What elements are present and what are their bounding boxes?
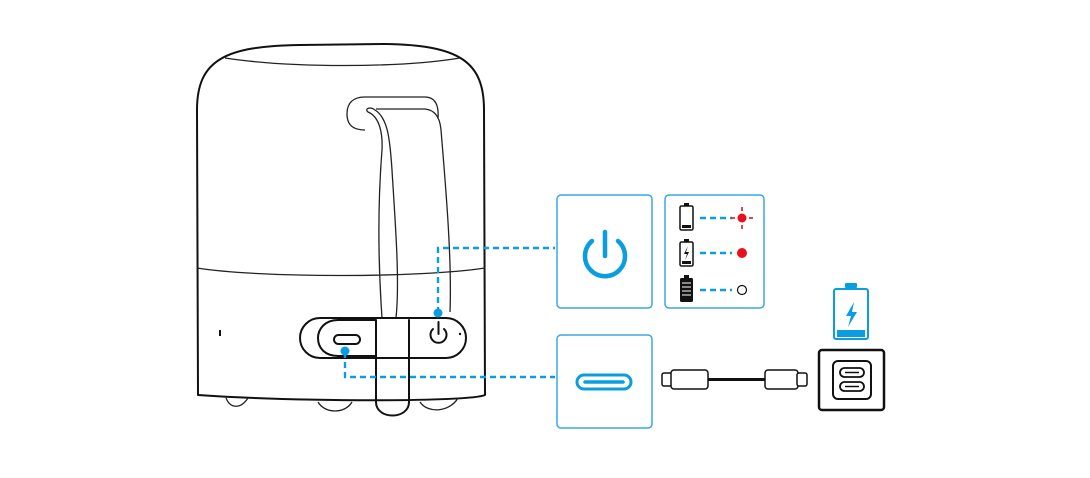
- battery-charging-icon: [679, 239, 694, 267]
- charging-battery-icon: [833, 283, 869, 340]
- usb-c-port-icon: [575, 373, 633, 391]
- led-blinking-red-icon: [731, 207, 753, 229]
- wall-charger-icon: [817, 348, 886, 412]
- battery-full-icon: [680, 275, 693, 302]
- power-button-callout: [556, 194, 653, 309]
- usb-c-cable-icon: [661, 369, 808, 390]
- power-button: [429, 321, 448, 344]
- battery-low-icon: [679, 203, 694, 231]
- usb-port-callout: [556, 334, 653, 429]
- usb-c-port-icon: [333, 334, 361, 345]
- led-solid-red-icon: [737, 248, 747, 258]
- led-indicator-legend: [664, 194, 765, 309]
- led-off-icon: [736, 284, 748, 296]
- power-icon: [582, 229, 628, 279]
- speaker-illustration: [196, 43, 486, 417]
